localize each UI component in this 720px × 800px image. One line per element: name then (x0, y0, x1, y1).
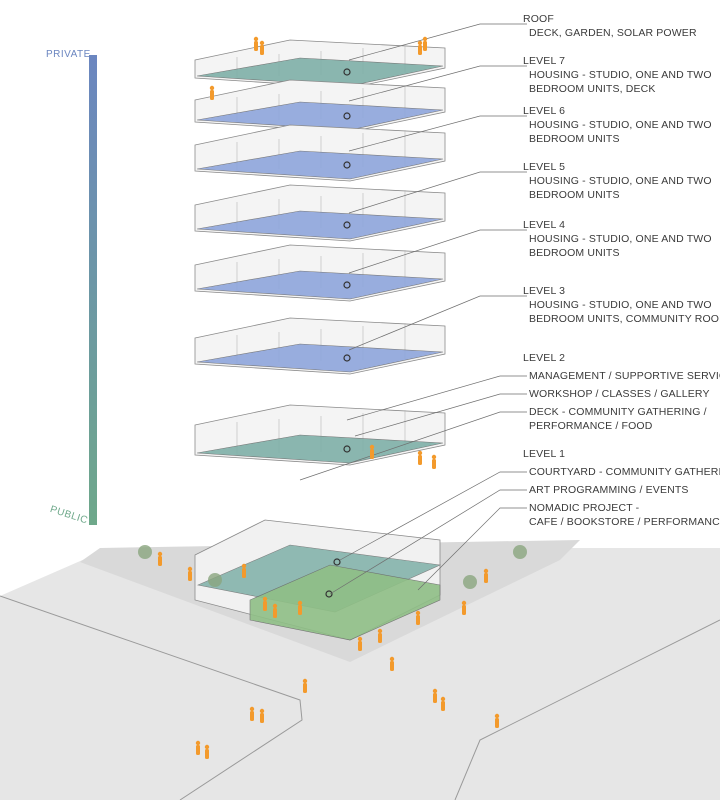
private-label: PRIVATE (46, 49, 91, 60)
label-level-1-item-2: NOMADIC PROJECT - (529, 502, 640, 514)
person-3 (422, 36, 428, 51)
label-level-1-item-0: COURTYARD - COMMUNITY GATHERING (529, 466, 720, 478)
leader-level-2-0 (346, 375, 527, 421)
person-24 (494, 713, 500, 728)
label-level-7: LEVEL 7 HOUSING - STUDIO, ONE AND TWO BEDR… (523, 54, 712, 96)
person-5 (369, 444, 375, 459)
leader-level-7 (348, 65, 527, 102)
label-level-2-title: LEVEL 2 (523, 352, 566, 364)
person-21 (204, 744, 210, 759)
person-18 (249, 706, 255, 721)
label-level-4-title: LEVEL 4 (523, 219, 566, 231)
label-level-5-line: HOUSING - STUDIO, ONE AND TWO (529, 175, 712, 187)
label-level-2-item-2: PERFORMANCE / FOOD (529, 420, 653, 432)
label-level-4: LEVEL 4 HOUSING - STUDIO, ONE AND TWO BEDR… (523, 218, 712, 260)
label-level-7-line: BEDROOM UNITS, DECK (529, 83, 656, 95)
person-8 (241, 563, 247, 578)
person-4 (209, 85, 215, 100)
person-17 (302, 678, 308, 693)
label-level-1-item-1: ART PROGRAMMING / EVENTS (529, 484, 689, 496)
label-level-1: LEVEL 1 COURTYARD - COMMUNITY GATHERING AR… (523, 447, 720, 529)
label-roof-title: ROOF (523, 13, 554, 25)
person-1 (259, 40, 265, 55)
privacy-gradient-bar (89, 55, 97, 525)
label-level-3: LEVEL 3 HOUSING - STUDIO, ONE AND TWO BEDR… (523, 284, 720, 326)
leader-level-3 (348, 295, 527, 351)
leader-level-1-0 (339, 471, 527, 561)
label-level-6-line: BEDROOM UNITS (529, 133, 620, 145)
floor-roof (194, 39, 446, 89)
tree-0 (138, 545, 152, 559)
person-23 (440, 696, 446, 711)
person-14 (415, 610, 421, 625)
label-level-6-line: HOUSING - STUDIO, ONE AND TWO (529, 119, 712, 131)
label-level-7-title: LEVEL 7 (523, 55, 566, 67)
label-level-6-title: LEVEL 6 (523, 105, 566, 117)
leader-level-4 (348, 229, 527, 274)
public-label: PUBLIC (48, 504, 90, 527)
person-2 (417, 40, 423, 55)
label-level-7-line: HOUSING - STUDIO, ONE AND TWO (529, 69, 712, 81)
floor-level-6 (194, 124, 446, 182)
tree-1 (513, 545, 527, 559)
person-15 (461, 600, 467, 615)
person-0 (253, 36, 259, 51)
street-ground (0, 548, 720, 800)
floor-level-4 (194, 244, 446, 302)
leader-level-2-2 (299, 411, 527, 481)
label-level-4-line: BEDROOM UNITS (529, 247, 620, 259)
label-level-2-item-1: WORKSHOP / CLASSES / GALLERY (529, 388, 710, 400)
label-roof: ROOF DECK, GARDEN, SOLAR POWER (523, 12, 697, 40)
label-level-2-item-2: DECK - COMMUNITY GATHERING / (529, 406, 707, 418)
curb-lines (0, 595, 720, 800)
person-10 (272, 603, 278, 618)
floor-level-2 (194, 404, 446, 466)
person-16 (483, 568, 489, 583)
person-13 (377, 628, 383, 643)
label-level-2: LEVEL 2 MANAGEMENT / SUPPORTIVE SERVICES W… (523, 351, 720, 433)
label-level-3-line: BEDROOM UNITS, COMMUNITY ROOMS (529, 313, 720, 325)
person-12 (357, 636, 363, 651)
floor-level-5 (194, 184, 446, 242)
leader-level-6 (348, 115, 527, 152)
person-20 (195, 740, 201, 755)
person-26 (187, 566, 193, 581)
tree-2 (463, 575, 477, 589)
person-9 (262, 596, 268, 611)
person-6 (417, 450, 423, 465)
label-level-4-line: HOUSING - STUDIO, ONE AND TWO (529, 233, 712, 245)
person-25 (157, 551, 163, 566)
leader-level-2-1 (354, 393, 527, 437)
person-11 (297, 600, 303, 615)
label-roof-line: DECK, GARDEN, SOLAR POWER (529, 27, 697, 39)
person-19 (259, 708, 265, 723)
leader-level-1-2 (417, 507, 527, 591)
label-level-1-item-2: CAFE / BOOKSTORE / PERFORMANCE (529, 516, 720, 528)
label-level-5-title: LEVEL 5 (523, 161, 566, 173)
label-level-5: LEVEL 5 HOUSING - STUDIO, ONE AND TWO BEDR… (523, 160, 712, 202)
leader-roof (348, 23, 527, 61)
tree-3 (208, 573, 222, 587)
label-level-1-title: LEVEL 1 (523, 448, 566, 460)
label-level-2-item-0: MANAGEMENT / SUPPORTIVE SERVICES (529, 370, 720, 382)
floor-level-3 (194, 317, 446, 375)
person-22 (432, 688, 438, 703)
floor-level-1 (194, 519, 442, 641)
label-level-3-title: LEVEL 3 (523, 285, 566, 297)
person-27 (389, 656, 395, 671)
label-level-6: LEVEL 6 HOUSING - STUDIO, ONE AND TWO BEDR… (523, 104, 712, 146)
leader-level-1-1 (329, 489, 527, 595)
floor-level-7 (194, 79, 446, 133)
label-level-5-line: BEDROOM UNITS (529, 189, 620, 201)
person-7 (431, 454, 437, 469)
leader-level-5 (348, 171, 527, 214)
label-level-3-line: HOUSING - STUDIO, ONE AND TWO (529, 299, 712, 311)
